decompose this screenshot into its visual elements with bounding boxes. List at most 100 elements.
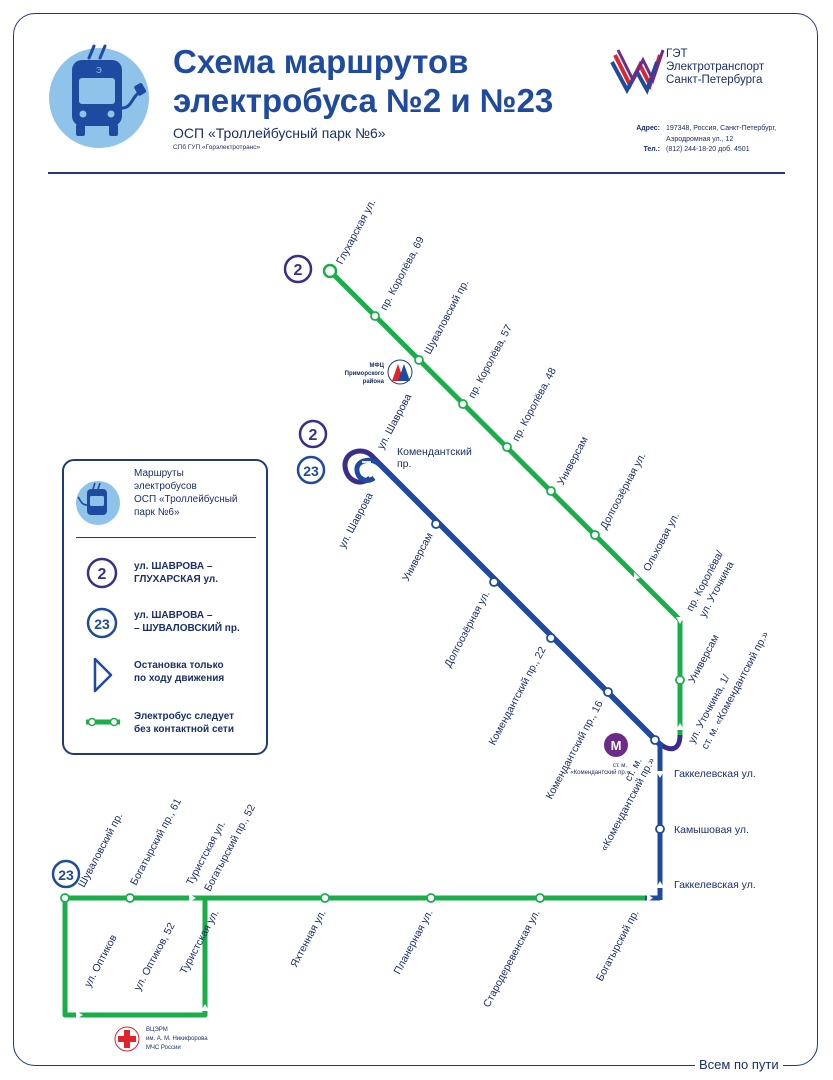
- contacts-block: Адрес: 197348, Россия, Санкт-Петербург, А…: [622, 124, 776, 156]
- svg-text:Э: Э: [96, 66, 102, 75]
- stop-bogatyrsky-61: Богатырский пр., 61: [128, 796, 184, 887]
- brand-abbr: ГЭТ: [666, 48, 688, 60]
- svg-text:23: 23: [94, 616, 110, 632]
- legend-title: Маршруты электробусов ОСП «Троллейбусный…: [134, 467, 238, 519]
- hospital-label-1: ВЦЭРМ: [146, 1027, 168, 1033]
- legend-route-23-line-1: ул. ШАВРОВА –: [134, 610, 213, 621]
- legend-route-2-text: ул. ШАВРОВА – ГЛУХАРСКАЯ ул.: [134, 560, 218, 586]
- legend-route-2-line-1: ул. ШАВРОВА –: [134, 561, 213, 572]
- metro-small-label-1: ст. м.: [613, 763, 628, 769]
- stop-kamyshovaya: Камышовая ул.: [674, 824, 749, 836]
- legend-bus-icon: [75, 480, 120, 525]
- legend-divider: [76, 537, 256, 538]
- stop-dolgoozernaya-blue: Долгоозёрная ул.: [442, 589, 492, 670]
- phone-key: Тел.:: [643, 146, 660, 153]
- terminal-shavrova-icon: [362, 461, 371, 470]
- stop-starodereven: Стародеревенская ул.: [481, 908, 543, 1010]
- legend-panel: 2 23 Маршруты электробусов ОСП «Троллейб…: [62, 459, 268, 755]
- stop-korolyova-48: пр. Королёва, 48: [510, 366, 559, 444]
- stop-bogatyrsky-right: Богатырский пр.: [594, 908, 642, 983]
- get-logo-icon: [610, 49, 665, 95]
- legend-battery-line-1: Электробус следует: [134, 711, 235, 722]
- svg-text:2: 2: [97, 566, 106, 583]
- legend-route-23-text: ул. ШАВРОВА – – ШУВАЛОВСКИЙ пр.: [134, 609, 240, 635]
- svg-text:2: 2: [294, 262, 303, 279]
- legend-title-4: парк №6»: [134, 507, 180, 518]
- stop-komendantsky-16: Комендантский пр., 16: [544, 699, 606, 802]
- stop-gakkelevskaya-1: Гаккелевская ул.: [674, 768, 756, 780]
- oneway-stops-blue: [647, 723, 684, 902]
- legend-route-2-badge: 2: [86, 557, 117, 588]
- route-badge-2-mid: 2: [298, 419, 328, 449]
- stop-dolgoozernaya-green: Долгоозёрная ул.: [598, 451, 648, 532]
- stop-shavrova-left: ул. Шаврова: [336, 491, 375, 551]
- legend-route-2-line-2: ГЛУХАРСКАЯ ул.: [134, 574, 219, 585]
- hospital-label-3: МЧС России: [146, 1045, 181, 1051]
- stop-komendantsky-2: пр.: [397, 458, 411, 470]
- route-2-purple-line: [342, 448, 683, 752]
- electric-bus-icon: Э: [49, 44, 149, 148]
- legend-title-2: электробусов: [134, 481, 197, 492]
- metro-small-label-2: «Комендантский пр.»: [570, 769, 630, 776]
- stop-optikov: ул. Оптиков: [82, 932, 120, 989]
- legend-oneway-icon: [93, 657, 112, 692]
- stop-olkovaya: Ольховая ул.: [641, 511, 682, 574]
- depot-name: ОСП «Троллейбусный парк №6»: [173, 125, 386, 141]
- stop-univermag-green: Универсам: [555, 435, 591, 488]
- address-key: Адрес:: [636, 125, 660, 132]
- stop-yakhtennaya: Яхтенная ул.: [288, 908, 328, 970]
- legend-title-3: ОСП «Троллейбусный: [134, 494, 238, 505]
- legend-battery-line-icon: [85, 717, 120, 726]
- stop-shavrova-top: ул. Шаврова: [375, 392, 414, 452]
- svg-text:2: 2: [309, 427, 318, 444]
- stop-korolyova-57: пр. Королёва, 57: [466, 323, 515, 401]
- route-badge-2-top: 2: [283, 254, 313, 284]
- legend-route-23-line-2: – ШУВАЛОВСКИЙ пр.: [134, 623, 240, 634]
- brand-line-2: Санкт-Петербурга: [666, 74, 763, 86]
- stop-gakkelevskaya-2: Гаккелевская ул.: [674, 879, 756, 891]
- page-frame: [13, 13, 818, 1066]
- stop-shuvalovsky-left: Шуваловский пр.: [76, 811, 125, 890]
- legend-graphics: 2 23: [75, 480, 120, 726]
- stops-blue: [431, 519, 665, 834]
- address-line-1: 197348, Россия, Санкт-Петербург,: [666, 125, 777, 132]
- title-line-2: электробуса №2 и №23: [173, 82, 554, 119]
- svg-text:М: М: [611, 738, 622, 753]
- footer-slogan: Всем по пути: [695, 1057, 783, 1072]
- svg-text:23: 23: [303, 463, 319, 479]
- address-line-2: Аэродромная ул., 12: [666, 135, 734, 143]
- mfc-label-1: МФЦ: [369, 363, 384, 369]
- metro-icon: М: [604, 733, 628, 757]
- mfc-label-3: района: [363, 378, 385, 385]
- stop-komendantsky-1: Комендантский: [397, 446, 472, 458]
- stops-green: [60, 263, 685, 903]
- mfc-label-2: Приморского: [345, 371, 385, 377]
- legend-oneway-text: Остановка только по ходу движения: [134, 659, 224, 685]
- stop-shuvalovsky-top: Шуваловский пр.: [422, 278, 471, 357]
- route-23-green-loop: [62, 895, 645, 1018]
- mfc-logo-icon: [387, 359, 413, 385]
- stop-turistskaya-bottom: Туристская ул.: [178, 908, 222, 976]
- legend-oneway-line-2: по ходу движения: [134, 673, 225, 684]
- legend-title-1: Маршруты: [134, 468, 184, 479]
- stop-glukharskaya: Глухарская ул.: [334, 197, 378, 266]
- page-title: Схема маршрутов электробуса №2 и №23: [173, 42, 553, 120]
- stop-planernaya: Планерная ул.: [392, 908, 436, 977]
- depot-org: СПб ГУП «Горэлектротранс»: [173, 144, 261, 151]
- stop-korolyova-69: пр. Королёва, 69: [378, 235, 427, 313]
- legend-oneway-line-1: Остановка только: [134, 660, 224, 671]
- legend-battery-text: Электробус следует без контактной сети: [134, 710, 234, 736]
- red-cross-icon: [114, 1026, 140, 1052]
- stop-optikov-52: ул. Оптиков, 52: [132, 921, 178, 993]
- stop-univermag-right: Универсам: [686, 633, 722, 686]
- header-divider: [48, 172, 785, 174]
- hospital-label-2: им. А. М. Никифорова: [146, 1036, 208, 1042]
- oneway-stops-green: [76, 572, 684, 1019]
- svg-text:23: 23: [58, 867, 74, 883]
- legend-battery-line-2: без контактной сети: [134, 724, 234, 735]
- route-badge-23-mid: 23: [296, 455, 326, 485]
- stop-komendantsky-22: Комендантский пр., 22: [487, 645, 549, 748]
- title-line-1: Схема маршрутов: [173, 43, 469, 80]
- route-badge-23-left: 23: [51, 859, 81, 889]
